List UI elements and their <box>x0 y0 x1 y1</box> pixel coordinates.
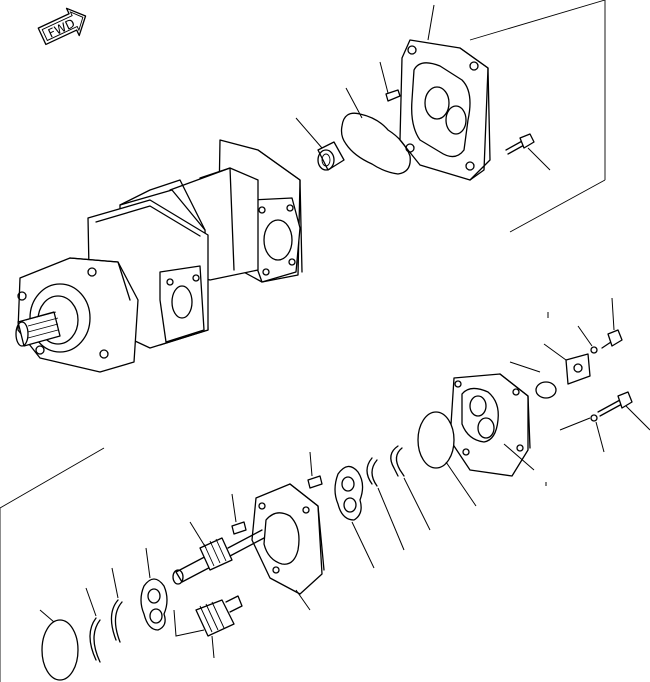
dowel-pin-middle <box>307 451 323 489</box>
drive-gear <box>172 521 265 585</box>
dowel-pin-small <box>231 493 247 535</box>
bushing <box>295 117 345 171</box>
gear-housing <box>251 483 325 611</box>
upper-group-frame <box>469 0 606 233</box>
cover-disc <box>417 411 477 507</box>
lower-group-frame <box>0 447 105 682</box>
ball-plug <box>535 381 557 399</box>
fwd-arrow-icon: FWD <box>37 7 87 46</box>
pump-cover-plate <box>399 4 491 181</box>
gasket-seal <box>340 87 411 175</box>
bolt-upper <box>505 133 551 171</box>
cover-disc-lower <box>39 609 79 681</box>
bolt-right <box>597 391 650 431</box>
snap-ring-3 <box>110 567 123 643</box>
pump-assembly <box>15 139 303 373</box>
bolt-top-right <box>601 297 623 349</box>
snap-ring-2 <box>366 457 405 551</box>
small-plate <box>543 343 591 385</box>
dowel-pin-upper <box>379 61 401 102</box>
driven-gear <box>173 595 243 659</box>
snap-ring-1 <box>390 445 431 531</box>
snap-ring-4 <box>85 587 101 663</box>
washer-right <box>559 414 605 453</box>
wear-plate-lower <box>140 547 168 631</box>
washer-small <box>577 325 598 354</box>
reference-ticks <box>545 312 549 486</box>
side-cover <box>449 361 541 477</box>
wear-plate <box>334 465 375 569</box>
